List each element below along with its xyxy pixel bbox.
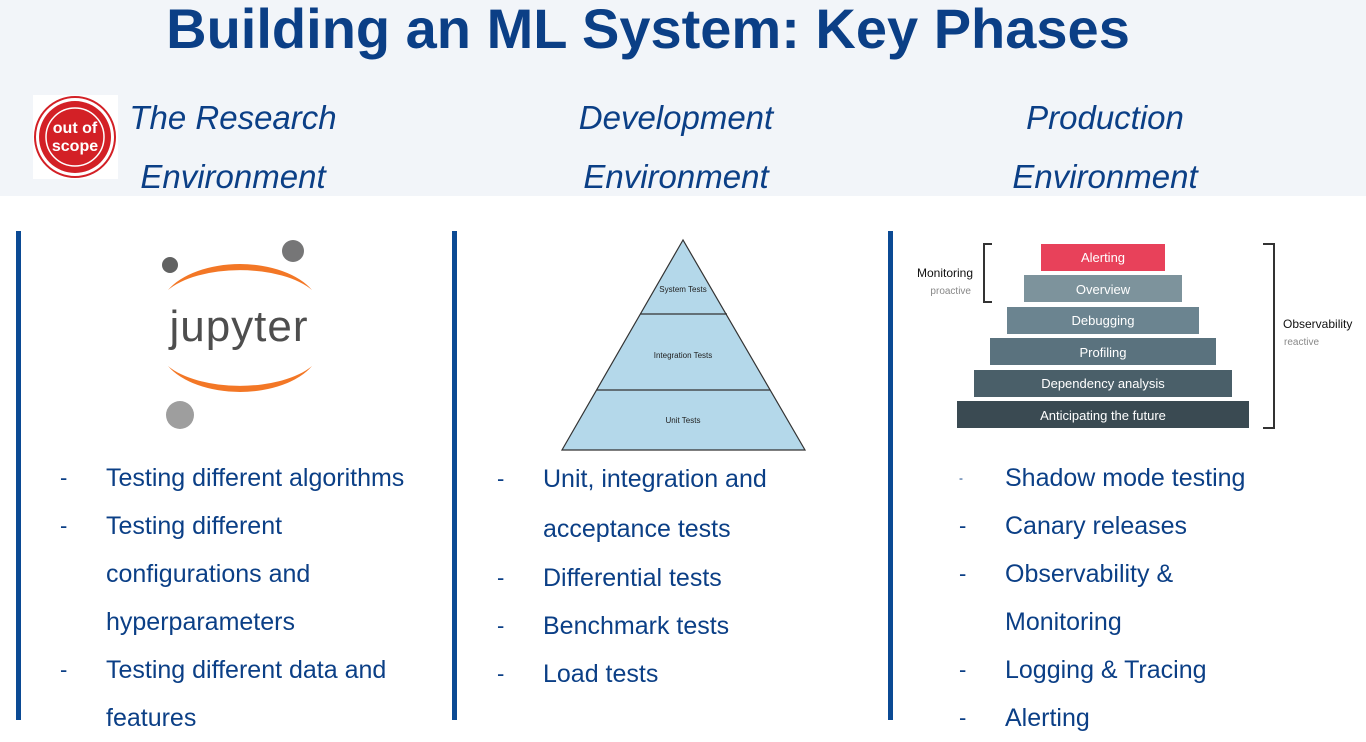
obs-layer-debugging	[1007, 307, 1199, 334]
list-item: - Testing different configurations and h…	[60, 502, 445, 646]
list-item: - Logging & Tracing	[959, 646, 1359, 694]
monitoring-sub: proactive	[930, 286, 971, 297]
bullet-dash: -	[497, 565, 505, 590]
heading-research: The Research Environment	[118, 88, 348, 206]
obs-label-debugging: Debugging	[1072, 313, 1135, 328]
observability-sub: reactive	[1284, 337, 1319, 348]
bullet-text: Unit, integration and	[543, 465, 767, 493]
test-pyramid: System Tests Integration Tests Unit Test…	[560, 238, 808, 452]
list-item: - Canary releases	[959, 502, 1359, 550]
list-item: - Shadow mode testing	[959, 454, 1359, 502]
bullet-text: Canary releases	[1005, 512, 1188, 540]
monitoring-label: Monitoring	[917, 266, 973, 280]
divider-production	[888, 231, 893, 720]
heading-development-line2: Environment	[583, 158, 769, 195]
jupyter-moon-small	[162, 257, 178, 273]
observability-bracket	[1263, 243, 1275, 429]
bullet-text: Testing different	[106, 512, 283, 540]
bullet-dash: -	[959, 657, 967, 682]
bullet-dash: -	[959, 705, 967, 730]
bullet-dash: -	[959, 561, 967, 586]
obs-layer-anticipating	[957, 401, 1249, 428]
obs-label-overview: Overview	[1076, 282, 1131, 297]
logo-text-line2: scope	[52, 138, 98, 155]
obs-layer-profiling	[990, 338, 1216, 365]
bullet-text: hyperparameters	[106, 608, 295, 636]
heading-research-line1: The Research	[129, 99, 337, 136]
bullet-dash: -	[959, 471, 963, 485]
monitoring-bracket	[983, 243, 992, 303]
heading-production-line1: Production	[1026, 99, 1184, 136]
list-item: - Unit, integration and acceptance tests	[497, 454, 867, 554]
jupyter-wordmark: jupyter	[167, 302, 308, 351]
obs-layer-dependency	[974, 370, 1232, 397]
list-item: - Load tests	[497, 650, 867, 698]
bullet-text: Alerting	[1005, 704, 1090, 732]
bullet-dash: -	[959, 513, 967, 538]
bullet-dash: -	[497, 613, 505, 638]
bullet-dash: -	[60, 513, 68, 538]
obs-layer-overview	[1024, 275, 1182, 302]
divider-research	[16, 231, 21, 720]
heading-development-line1: Development	[578, 99, 774, 136]
test-layer-integration: Integration Tests	[654, 351, 713, 360]
jupyter-bottom-arc	[168, 366, 312, 392]
bullet-text: configurations and	[106, 560, 311, 588]
divider-development	[452, 231, 457, 720]
page-title: Building an ML System: Key Phases	[166, 0, 1130, 60]
observability-pyramid: Alerting Overview Debugging Profiling De…	[905, 238, 1360, 438]
test-pyramid-shape	[560, 238, 807, 451]
list-item: - Observability & Monitoring	[959, 550, 1359, 646]
bullet-text: Load tests	[543, 660, 659, 688]
list-item: - Benchmark tests	[497, 602, 867, 650]
test-layer-system: System Tests	[659, 285, 706, 294]
bullet-text: Monitoring	[1005, 608, 1122, 636]
heading-research-line2: Environment	[140, 158, 326, 195]
list-item: - Testing different algorithms	[60, 454, 445, 502]
bullet-text: features	[106, 704, 197, 732]
heading-production: Production Environment	[985, 88, 1225, 206]
heading-development: Development Environment	[556, 88, 796, 206]
bullet-text: Observability &	[1005, 560, 1174, 588]
bullet-text: Shadow mode testing	[1005, 464, 1246, 492]
bullet-text: acceptance tests	[543, 515, 731, 543]
research-bullets: - Testing different algorithms - Testing…	[60, 454, 445, 742]
obs-layer-alerting	[1041, 244, 1165, 271]
header-band	[0, 0, 1366, 196]
bullet-text: Benchmark tests	[543, 612, 730, 640]
heading-production-line2: Environment	[1012, 158, 1198, 195]
list-item: - Differential tests	[497, 554, 867, 602]
bullet-dash: -	[497, 466, 505, 491]
bullet-text: Logging & Tracing	[1005, 656, 1207, 684]
list-item: - Alerting	[959, 694, 1359, 742]
jupyter-moon-bottom	[166, 401, 194, 429]
bullet-dash: -	[497, 661, 505, 686]
bullet-text: Differential tests	[543, 564, 722, 592]
jupyter-moon-large	[282, 240, 304, 262]
bullet-text: Testing different data and	[106, 656, 387, 684]
obs-label-anticipating: Anticipating the future	[1040, 408, 1166, 423]
test-layer-unit: Unit Tests	[666, 416, 701, 425]
obs-label-profiling: Profiling	[1080, 345, 1127, 360]
observability-label: Observability	[1283, 317, 1352, 331]
bullet-text: Testing different algorithms	[106, 464, 405, 492]
jupyter-logo: jupyter	[140, 236, 340, 436]
out-of-scope-logo: out of scope	[33, 95, 118, 179]
logo-text-line1: out of	[53, 120, 98, 137]
obs-label-alerting: Alerting	[1081, 250, 1125, 265]
bullet-dash: -	[60, 657, 68, 682]
list-item: - Testing different data and features	[60, 646, 445, 742]
production-bullets: - Shadow mode testing - Canary releases …	[959, 454, 1359, 742]
development-bullets: - Unit, integration and acceptance tests…	[497, 454, 867, 698]
jupyter-top-arc	[168, 264, 312, 290]
obs-label-dependency: Dependency analysis	[1041, 376, 1165, 391]
bullet-dash: -	[60, 465, 68, 490]
